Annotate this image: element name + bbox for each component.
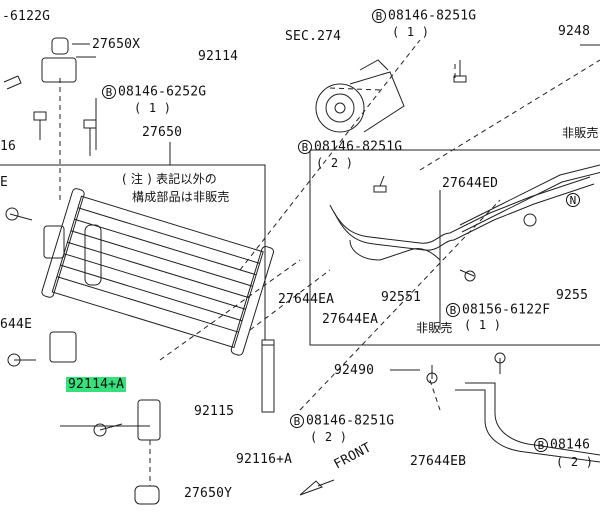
label-92114a[interactable]: 92114+A bbox=[66, 377, 127, 392]
bolt-qty-8251g-mid: ( 2 ) bbox=[316, 156, 354, 170]
b-marker-icon: B bbox=[534, 438, 548, 452]
b-marker-icon: B bbox=[446, 303, 460, 317]
seal-strip bbox=[261, 339, 275, 413]
label-9248: 9248 bbox=[558, 24, 591, 39]
label-6122g: -6122G bbox=[2, 9, 51, 24]
label-644e: 644E bbox=[0, 317, 33, 332]
b-marker-icon: B bbox=[290, 414, 304, 428]
frame-line-right bbox=[309, 149, 600, 346]
condenser bbox=[41, 188, 274, 356]
b-marker-icon: B bbox=[102, 85, 116, 99]
pipe-low bbox=[459, 164, 600, 226]
label-92114: 92114 bbox=[198, 49, 239, 64]
hanbai-label: 非販売 bbox=[416, 321, 453, 335]
n-marker-icon: N bbox=[566, 193, 580, 207]
bolt-qty-8251g-bot: ( 2 ) bbox=[310, 430, 348, 444]
label-92551: 92551 bbox=[381, 290, 422, 305]
bolt-qty-8251g-top: ( 1 ) bbox=[392, 25, 430, 39]
front-arrow bbox=[299, 480, 323, 496]
frame-line-left bbox=[0, 164, 266, 410]
label-27650: 27650 bbox=[142, 125, 183, 140]
rubber-mount-bottom bbox=[134, 485, 160, 505]
bracket-mid bbox=[49, 331, 77, 363]
label-27644ed: 27644ED bbox=[442, 176, 499, 191]
receiver-tank bbox=[84, 224, 102, 286]
bracket-left bbox=[43, 225, 65, 259]
note-line-1: ( 注 ) 表記以外の bbox=[122, 172, 218, 186]
bolt-qty-right: ( 2 ) bbox=[556, 455, 594, 469]
label-9255: 9255 bbox=[556, 288, 589, 303]
bolt-1 bbox=[3, 75, 22, 90]
bracket-lower bbox=[137, 399, 161, 441]
n-marker: N bbox=[566, 193, 582, 208]
bolt-2 bbox=[33, 111, 47, 140]
hanbai-right: 非販売 bbox=[562, 126, 599, 140]
b-marker-icon: B bbox=[298, 140, 312, 154]
pipe-high bbox=[329, 176, 591, 244]
label-e: E bbox=[0, 175, 9, 190]
bolt-r1 bbox=[453, 60, 467, 83]
rubber-mount-top bbox=[51, 37, 69, 55]
bolt-r2 bbox=[373, 175, 387, 193]
label-16: 16 bbox=[0, 139, 17, 154]
pipe-bottom bbox=[455, 389, 600, 463]
compressor bbox=[315, 59, 405, 133]
note-line-2: 構成部品は非販売 bbox=[132, 190, 230, 204]
label-92115: 92115 bbox=[194, 404, 235, 419]
bolt-3 bbox=[83, 119, 97, 156]
pipe-high-2 bbox=[333, 183, 595, 251]
label-27650x: 27650X bbox=[92, 37, 141, 52]
b-marker-icon: B bbox=[372, 9, 386, 23]
bolt-qty-6122f: ( 1 ) bbox=[464, 318, 502, 332]
pipe-bottom-2 bbox=[465, 382, 600, 456]
label-92116a: 92116+A bbox=[236, 452, 293, 467]
label-92490: 92490 bbox=[334, 363, 375, 378]
pipe-low-2 bbox=[461, 171, 600, 233]
bolt-qty-6252g: ( 1 ) bbox=[134, 101, 172, 115]
pipe-27644ea bbox=[349, 239, 441, 261]
label-sec274: SEC.274 bbox=[285, 29, 342, 44]
highlighted-part-number[interactable]: 92114+A bbox=[66, 377, 127, 392]
label-27644eb: 27644EB bbox=[410, 454, 467, 469]
bolt-r3 bbox=[459, 269, 475, 277]
label-27644ea-1: 27644EA bbox=[278, 292, 335, 307]
label-27644ea-2: 27644EA bbox=[322, 312, 379, 327]
bolt-4 bbox=[9, 213, 33, 221]
bolt-6 bbox=[99, 423, 123, 431]
label-27650y: 27650Y bbox=[184, 486, 233, 501]
bracket-top bbox=[41, 57, 77, 83]
